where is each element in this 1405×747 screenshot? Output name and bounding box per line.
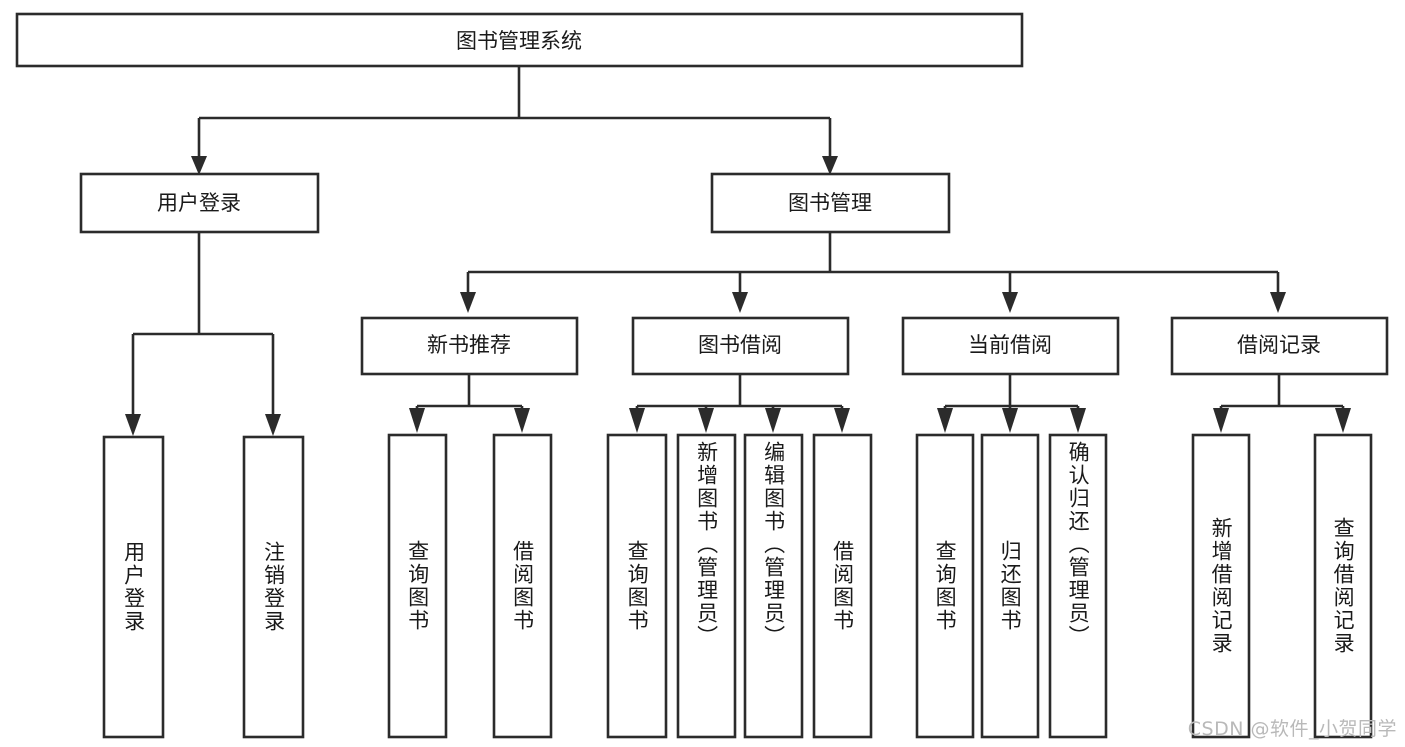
leaf-current-borrow-query[interactable]	[915, 433, 975, 739]
leaf-borrow-record-query[interactable]	[1313, 433, 1373, 739]
leaf-current-borrow-return[interactable]	[980, 433, 1040, 739]
connector-borrow-record-to-leaves	[1213, 374, 1351, 433]
leaf-user-login-logout[interactable]	[242, 435, 305, 739]
leaf-book-borrow-query[interactable]	[606, 433, 668, 739]
connector-user-login-to-leaves	[125, 232, 281, 436]
leaf-new-book-borrow[interactable]	[492, 433, 553, 739]
connector-root-to-level2	[191, 66, 838, 175]
connector-book-borrow-to-leaves	[629, 374, 850, 433]
connector-book-management-to-level3	[460, 232, 1286, 313]
leaf-borrow-record-add[interactable]	[1191, 433, 1251, 739]
node-new-book-recommend[interactable]: 新书推荐	[360, 316, 579, 376]
node-book-management-label: 图书管理	[788, 191, 872, 215]
node-borrow-record-label: 借阅记录	[1237, 333, 1321, 357]
node-root[interactable]: 图书管理系统	[15, 12, 1024, 68]
node-root-label: 图书管理系统	[456, 29, 582, 53]
leaf-current-borrow-confirm[interactable]	[1048, 433, 1108, 739]
node-book-borrow[interactable]: 图书借阅	[631, 316, 850, 376]
node-user-login-label: 用户登录	[157, 191, 241, 215]
node-book-borrow-label: 图书借阅	[698, 333, 782, 357]
leaf-book-borrow-borrow[interactable]	[812, 433, 873, 739]
node-user-login[interactable]: 用户登录	[79, 172, 320, 234]
node-book-management[interactable]: 图书管理	[710, 172, 951, 234]
leaf-book-borrow-edit[interactable]	[743, 433, 804, 739]
leaf-user-login-login[interactable]	[102, 435, 165, 739]
leaf-new-book-query[interactable]	[387, 433, 448, 739]
node-borrow-record[interactable]: 借阅记录	[1170, 316, 1389, 376]
node-new-book-recommend-label: 新书推荐	[427, 333, 511, 357]
leaf-book-borrow-add[interactable]	[676, 433, 737, 739]
node-current-borrow-label: 当前借阅	[968, 333, 1052, 357]
connector-new-book-recommend-to-leaves	[409, 374, 530, 433]
connector-current-borrow-to-leaves	[937, 374, 1086, 433]
node-current-borrow[interactable]: 当前借阅	[901, 316, 1120, 376]
watermark-text: CSDN @软件_小贺同学	[1187, 718, 1397, 740]
